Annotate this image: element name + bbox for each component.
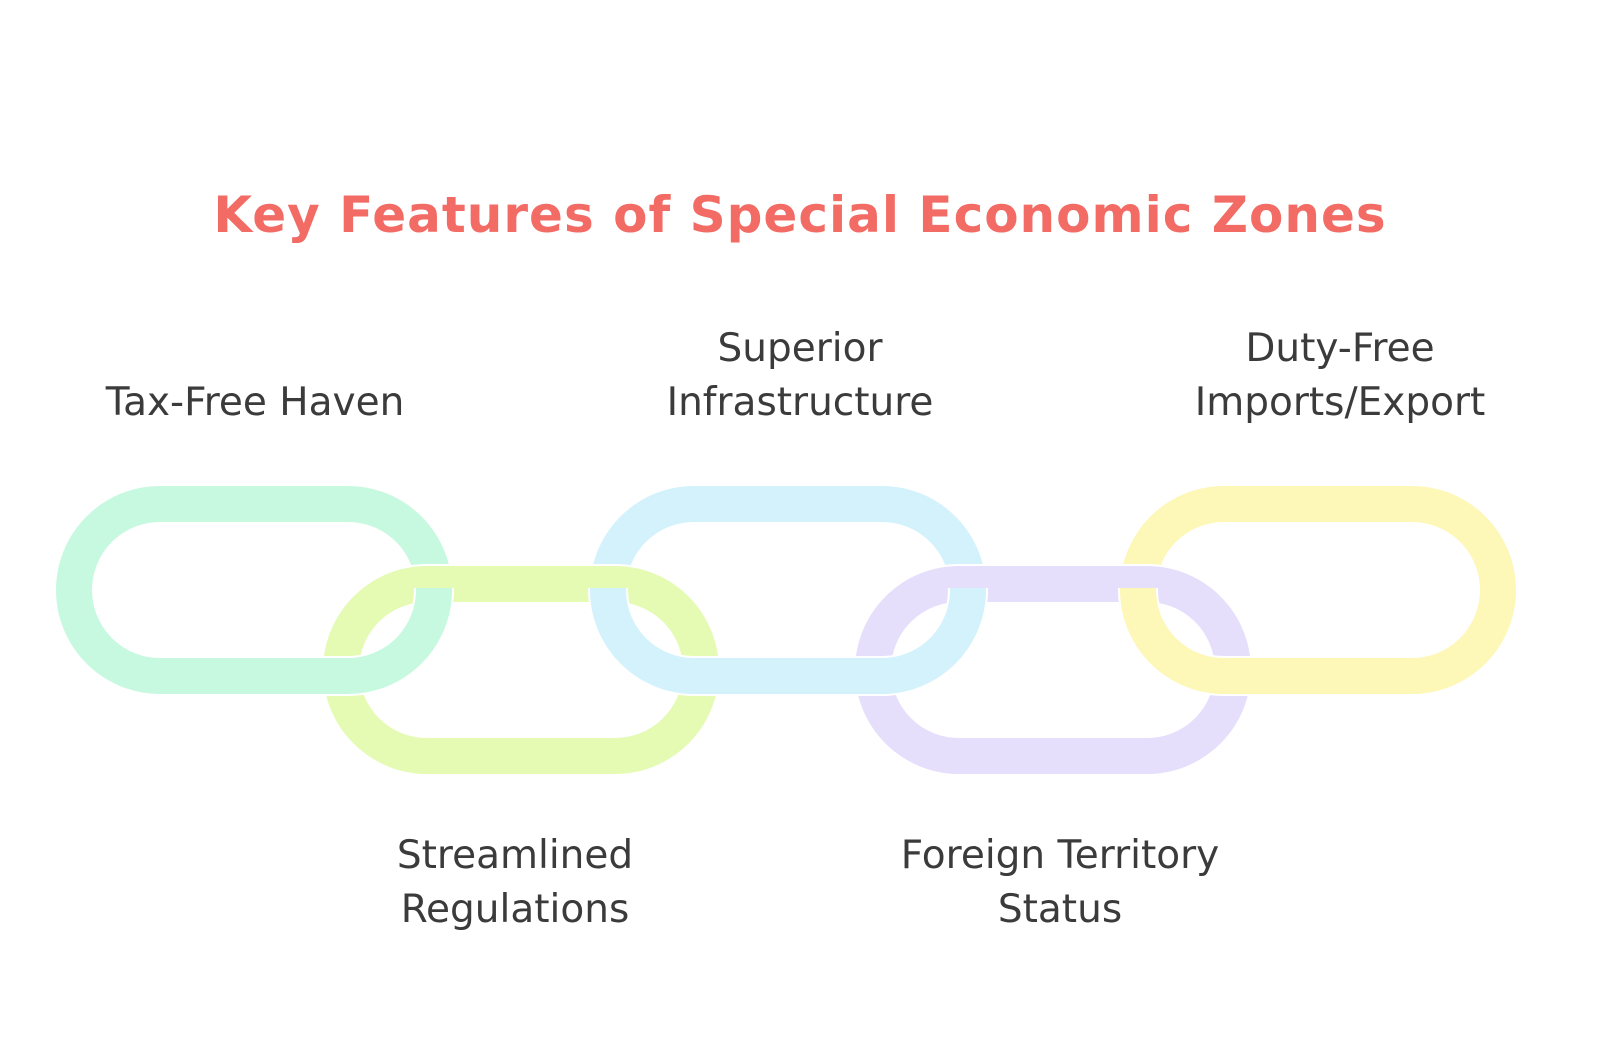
feature-label-line: Regulations	[400, 887, 630, 932]
feature-label-line: Status	[997, 887, 1123, 932]
feature-label-duty-free-imports-export: Duty-Free Imports/Export	[1120, 322, 1560, 430]
feature-label-streamlined-regulations: Streamlined Regulations	[305, 829, 725, 937]
feature-label-line: Infrastructure	[666, 380, 934, 425]
feature-label-line: Tax-Free Haven	[105, 380, 405, 425]
feature-label-foreign-territory-status: Foreign Territory Status	[820, 829, 1300, 937]
feature-label-superior-infrastructure: Superior Infrastructure	[580, 322, 1020, 430]
feature-label-line: Superior	[717, 326, 883, 371]
feature-label-line: Foreign Territory	[900, 833, 1220, 878]
chain-interlock-overlays	[54, 564, 1518, 696]
feature-label-line: Streamlined	[396, 833, 634, 878]
feature-label-tax-free-haven: Tax-Free Haven	[55, 376, 455, 430]
diagram-title: Key Features of Special Economic Zones	[213, 186, 1387, 244]
feature-label-line: Duty-Free	[1245, 326, 1435, 371]
feature-label-line: Imports/Export	[1194, 380, 1486, 425]
